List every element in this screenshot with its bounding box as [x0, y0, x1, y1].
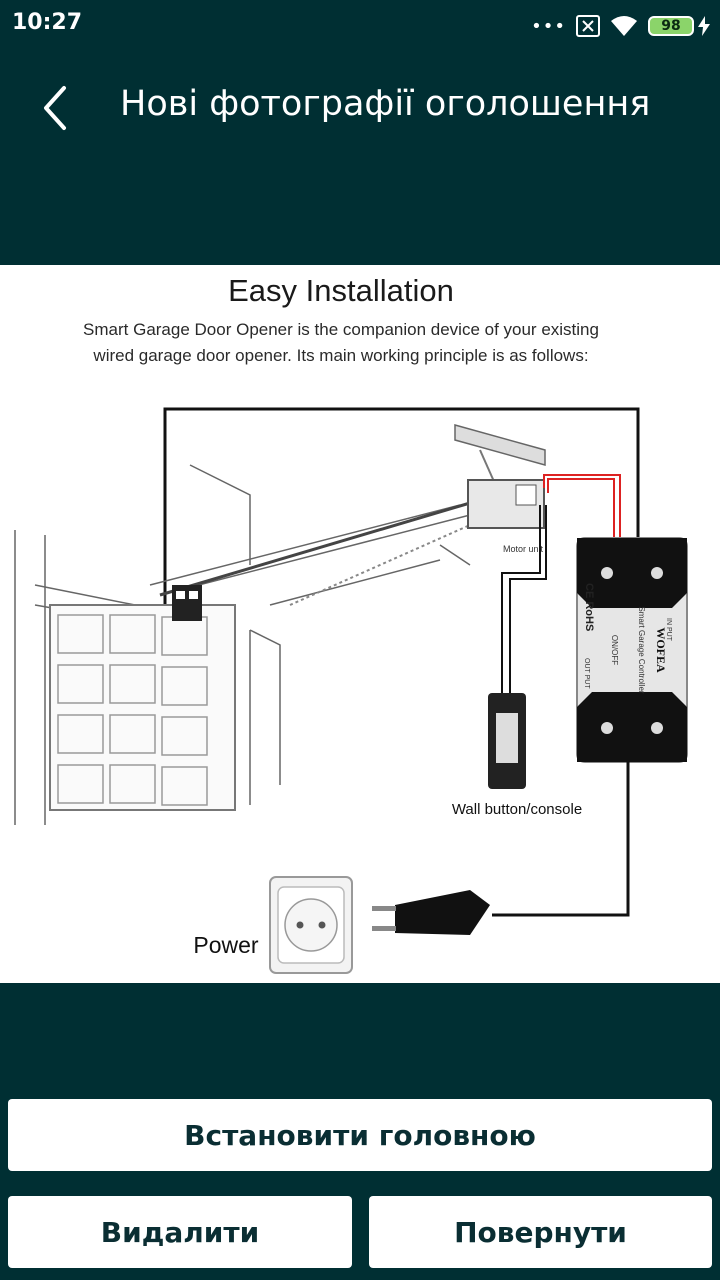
- battery-level: 98: [648, 16, 694, 36]
- photo-subtitle: Smart Garage Door Opener is the companio…: [0, 317, 682, 369]
- motor-label: Motor unit: [503, 544, 544, 554]
- header: Нові фотографії оголошення: [0, 52, 720, 162]
- no-sim-icon: [576, 15, 600, 37]
- input-label: IN PUT: [665, 618, 672, 642]
- power-label: Power: [193, 932, 259, 958]
- status-time: 10:27: [12, 10, 83, 35]
- set-main-button[interactable]: Встановити головною: [8, 1099, 712, 1171]
- status-bar: 10:27 ••• 98: [0, 0, 720, 52]
- delete-button[interactable]: Видалити: [8, 1196, 352, 1268]
- wifi-icon: [611, 16, 637, 36]
- chevron-left-icon: [44, 86, 66, 130]
- installation-diagram: Motor unit Wall button/console WOFEA Sma…: [14, 407, 688, 974]
- output-label: OUT PUT: [583, 658, 590, 689]
- battery-icon: 98: [648, 16, 710, 36]
- wall-button-label: Wall button/console: [452, 801, 582, 818]
- photo-heading: Easy Installation: [228, 273, 454, 308]
- page-title: Нові фотографії оголошення: [120, 84, 651, 124]
- device-brand: WOFEA: [654, 627, 668, 673]
- back-button[interactable]: [30, 82, 82, 134]
- cert-label: CE RoHS: [583, 583, 595, 631]
- status-icons: ••• 98: [531, 12, 710, 40]
- device-name: Smart Garage Controller: [637, 606, 646, 693]
- photo-subtitle-line1: Smart Garage Door Opener is the companio…: [83, 320, 599, 339]
- photo-subtitle-line2: wired garage door opener. Its main worki…: [93, 346, 589, 365]
- onoff-label: ON/OFF: [610, 635, 619, 665]
- listing-photo: Motor unit Wall button/console WOFEA Sma…: [0, 265, 720, 983]
- signal-dots: •••: [531, 15, 566, 37]
- charging-icon: [698, 16, 710, 36]
- rotate-button[interactable]: Повернути: [369, 1196, 712, 1268]
